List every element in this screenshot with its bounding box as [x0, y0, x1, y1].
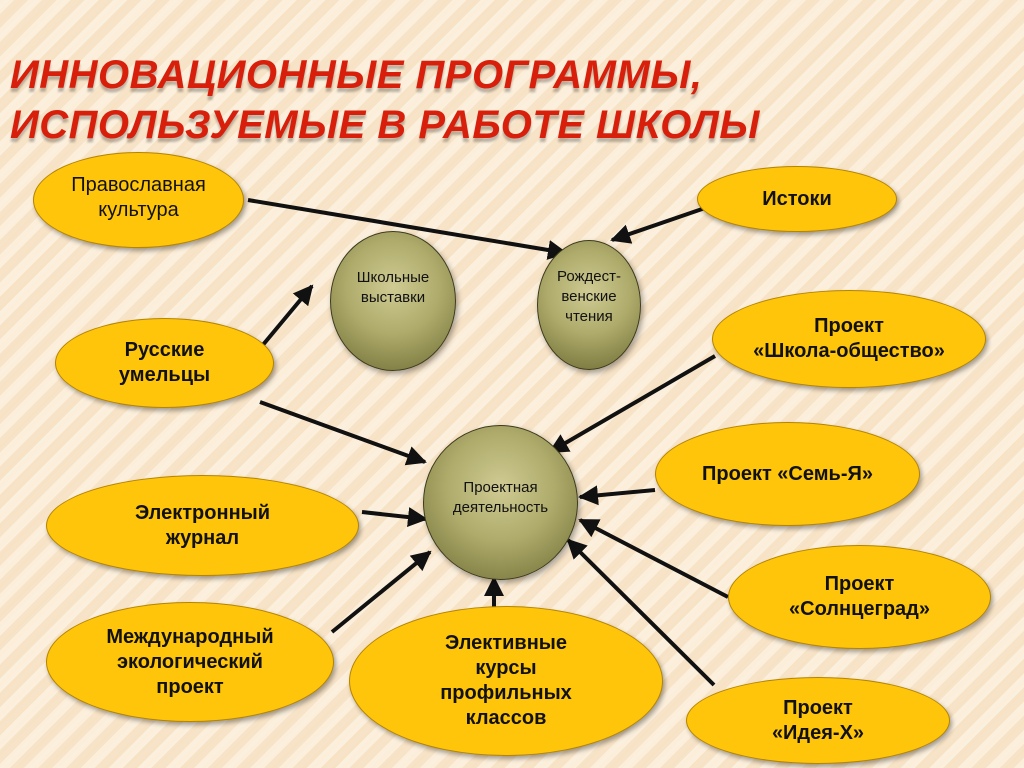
node-russian-craftsmen-label: Русские умельцы — [118, 339, 211, 386]
node-solntsegrad-project-label: Проект «Солнцеград» — [789, 573, 930, 620]
slide-title: ИННОВАЦИОННЫЕ ПРОГРАММЫ, ИСПОЛЬЗУЕМЫЕ В … — [10, 50, 1010, 150]
node-school-society-project-label: Проект «Школа-общество» — [753, 315, 945, 362]
node-idea-x-project: Проект «Идея-Х» — [686, 677, 950, 764]
node-idea-x-project-label: Проект «Идея-Х» — [771, 696, 865, 744]
node-school-society-project: Проект «Школа-общество» — [712, 290, 986, 388]
node-elective-courses-label: Элективные курсы профильных классов — [440, 632, 572, 729]
arrow-istoki-to-christmas — [610, 206, 706, 244]
hub-school-exhibitions: Школьные выставки — [330, 231, 456, 371]
node-eco-project: Международный экологический проект — [46, 602, 334, 722]
arrow-ejournal-to-project — [361, 507, 428, 527]
node-istoki-label: Истоки — [762, 187, 832, 210]
hub-project-activity-label: Проектная деятельность — [452, 479, 549, 516]
arrow-orthodox-to-christmas — [247, 198, 568, 260]
hub-christmas-readings: Рождест- венские чтения — [537, 240, 641, 370]
node-seven-ya-project: Проект «Семь-Я» — [655, 422, 920, 526]
node-russian-craftsmen: Русские умельцы — [55, 318, 274, 408]
node-electronic-journal: Электронный журнал — [46, 475, 359, 576]
node-electronic-journal-label: Электронный журнал — [134, 501, 271, 549]
node-istoki: Истоки — [697, 166, 897, 232]
node-orthodox-culture: Православная культура — [33, 152, 244, 248]
arrow-craftsmen-to-project — [259, 400, 427, 466]
node-orthodox-culture-label: Православная культура — [71, 174, 206, 221]
hub-project-activity: Проектная деятельность — [423, 425, 578, 580]
node-solntsegrad-project: Проект «Солнцеград» — [728, 545, 991, 649]
node-elective-courses: Элективные курсы профильных классов — [349, 606, 663, 756]
title-line-2: ИСПОЛЬЗУЕМЫЕ В РАБОТЕ ШКОЛЫ — [10, 103, 760, 147]
title-line-1: ИННОВАЦИОННЫЕ ПРОГРАММЫ, — [10, 53, 703, 97]
node-seven-ya-project-label: Проект «Семь-Я» — [702, 462, 873, 485]
arrow-sevenya-to-project — [578, 485, 656, 506]
arrow-craftsmen-to-exhibitions — [260, 284, 314, 348]
hub-school-exhibitions-label: Школьные выставки — [356, 269, 430, 306]
node-eco-project-label: Международный экологический проект — [106, 625, 274, 698]
hub-christmas-readings-label: Рождест- венские чтения — [556, 268, 621, 325]
arrow-ideax-to-project — [566, 538, 716, 687]
arrow-schoolsociety-to-project — [548, 354, 717, 454]
arrow-solntsegrad-to-project — [578, 518, 729, 599]
arrow-eco-to-project — [330, 550, 432, 634]
